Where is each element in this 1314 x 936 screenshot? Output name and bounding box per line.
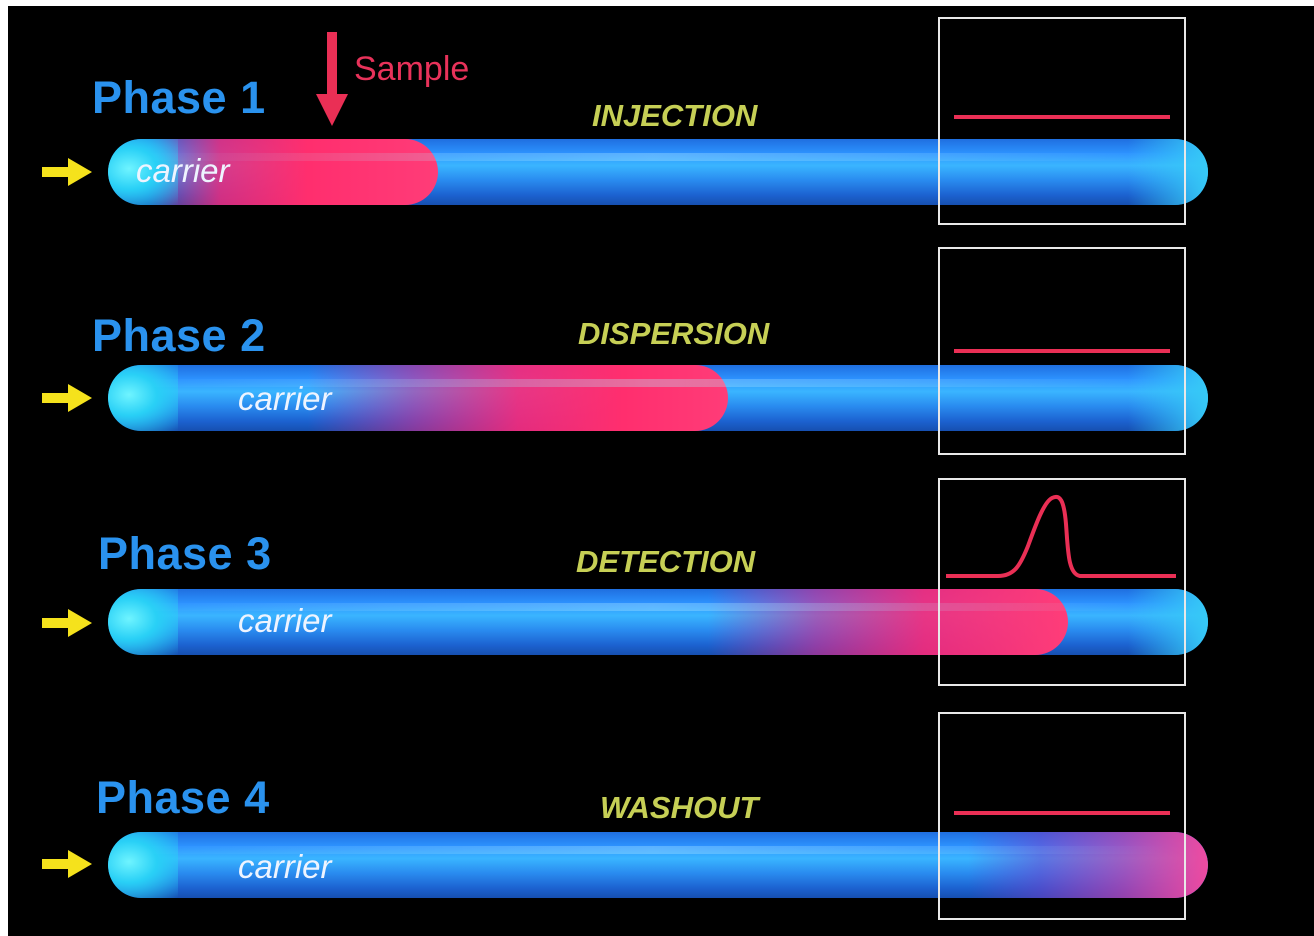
signal-trace bbox=[954, 115, 1170, 119]
carrier-label: carrier bbox=[136, 152, 230, 189]
stage-label: WASHOUT bbox=[600, 790, 759, 825]
signal-trace bbox=[946, 494, 1176, 578]
flow-tube bbox=[108, 139, 1208, 205]
phase-1: Phase 1 INJECTION carrier bbox=[8, 6, 1314, 236]
detector-window bbox=[938, 712, 1186, 920]
sample-zone bbox=[968, 832, 1208, 898]
phase-4: Phase 4 WASHOUT carrier bbox=[8, 706, 1314, 936]
signal-trace bbox=[954, 811, 1170, 815]
flow-tube bbox=[108, 832, 1208, 898]
flow-arrow-icon bbox=[42, 158, 92, 186]
carrier-label: carrier bbox=[238, 380, 332, 417]
phase-2: Phase 2 DISPERSION carrier bbox=[8, 238, 1314, 468]
phase-title: Phase 3 bbox=[98, 528, 272, 579]
flow-arrow-icon bbox=[42, 609, 92, 637]
stage-label: DETECTION bbox=[576, 544, 756, 579]
sample-zone bbox=[308, 365, 728, 431]
flow-tube bbox=[108, 365, 1208, 431]
sample-label: Sample bbox=[354, 50, 470, 88]
phase-title: Phase 4 bbox=[96, 772, 270, 823]
sample-zone bbox=[148, 139, 438, 205]
flow-arrow-icon bbox=[42, 384, 92, 412]
flow-arrow-icon bbox=[42, 850, 92, 878]
phase-3: Phase 3 DETECTION carrier bbox=[8, 470, 1314, 700]
phase-title: Phase 2 bbox=[92, 310, 266, 361]
carrier-label: carrier bbox=[238, 602, 332, 639]
phase-title: Phase 1 bbox=[92, 72, 266, 123]
sample-zone bbox=[708, 589, 1068, 655]
sample-arrow-icon bbox=[316, 32, 348, 126]
detector-window bbox=[938, 247, 1186, 455]
carrier-label: carrier bbox=[238, 848, 332, 885]
stage-label: DISPERSION bbox=[578, 316, 770, 351]
flow-injection-diagram: Sample Phase 1 INJECTION carrier Phase 2… bbox=[8, 6, 1314, 936]
flow-tube bbox=[108, 589, 1208, 655]
detector-window bbox=[938, 17, 1186, 225]
detector-window bbox=[938, 478, 1186, 686]
signal-trace bbox=[954, 349, 1170, 353]
stage-label: INJECTION bbox=[592, 98, 758, 133]
